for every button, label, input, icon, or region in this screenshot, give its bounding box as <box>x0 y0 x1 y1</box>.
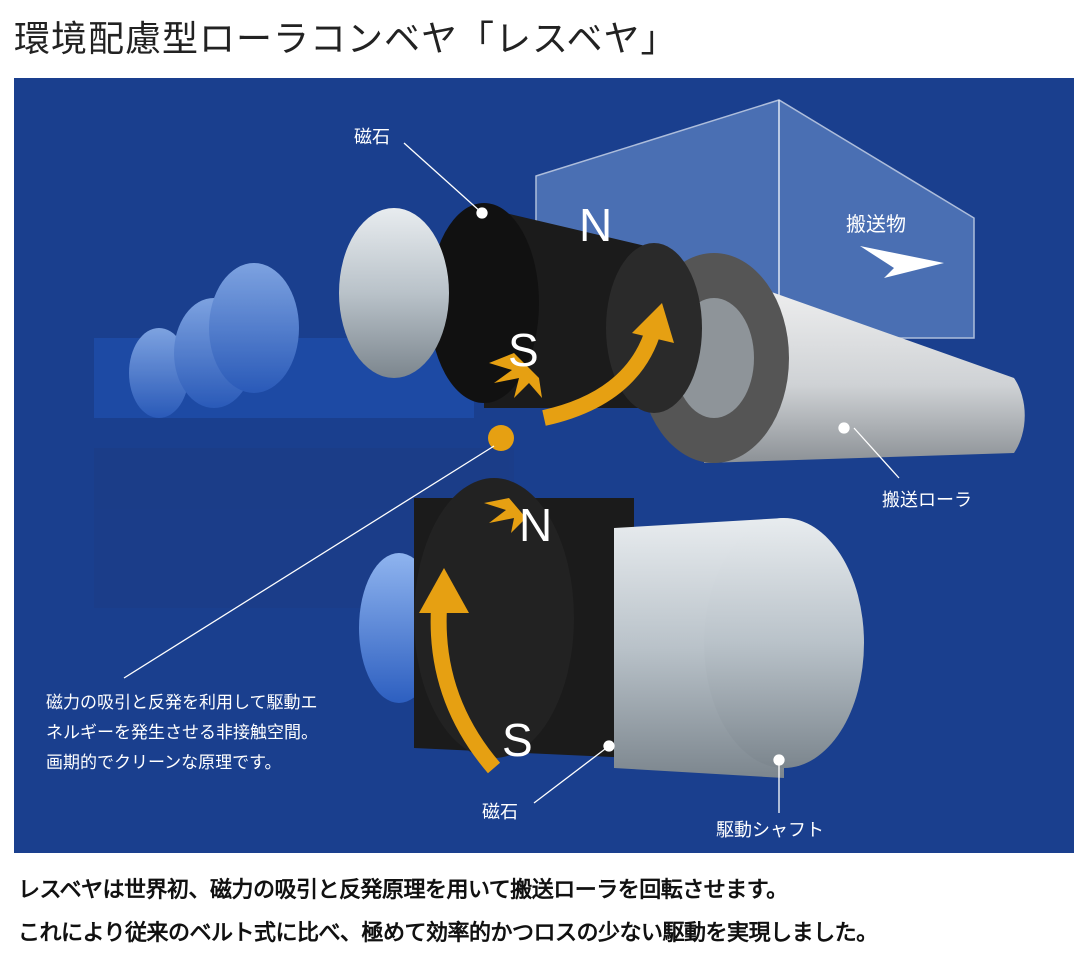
pole-s-top: S <box>508 324 539 376</box>
diagram-panel: 磁石 搬送物 搬送ローラ 磁石 駆動シャフト N S N S 磁力の吸引と反発を… <box>14 78 1074 853</box>
description-line: 磁力の吸引と反発を利用して駆動エ <box>46 693 318 713</box>
page-title: 環境配慮型ローラコンベヤ「レスベヤ」 <box>14 19 678 60</box>
pole-n-top: N <box>579 199 613 251</box>
label-drive-shaft: 駆動シャフト <box>716 820 824 841</box>
rotation-arrow-top-icon <box>542 325 662 426</box>
description-line: ネルギーを発生させる非接触空間。 <box>46 723 318 743</box>
principle-description: 磁力の吸引と反発を利用して駆動エ ネルギーを発生させる非接触空間。 画期的でクリ… <box>46 688 318 778</box>
bottom-magnet-roller <box>359 478 864 778</box>
roller-illustration <box>94 99 1025 813</box>
footer-line-1: レスベヤは世界初、磁力の吸引と反発原理を用いて搬送ローラを回転させます。 <box>18 878 788 903</box>
arrow-left-icon <box>860 246 944 278</box>
label-magnet-top: 磁石 <box>354 127 390 148</box>
contact-point <box>488 425 514 451</box>
description-line: 画期的でクリーンな原理です。 <box>46 753 282 773</box>
pole-s-bottom: S <box>502 714 533 766</box>
label-magnet-bottom: 磁石 <box>482 802 518 823</box>
footer-line-2: これにより従来のベルト式に比べ、極めて効率的かつロスの少ない駆動を実現しました。 <box>18 921 878 946</box>
label-transport-roller: 搬送ローラ <box>882 490 972 511</box>
label-cargo: 搬送物 <box>846 212 906 236</box>
pole-n-bottom: N <box>519 499 553 551</box>
rotation-arrow-bottom-icon <box>430 607 501 774</box>
